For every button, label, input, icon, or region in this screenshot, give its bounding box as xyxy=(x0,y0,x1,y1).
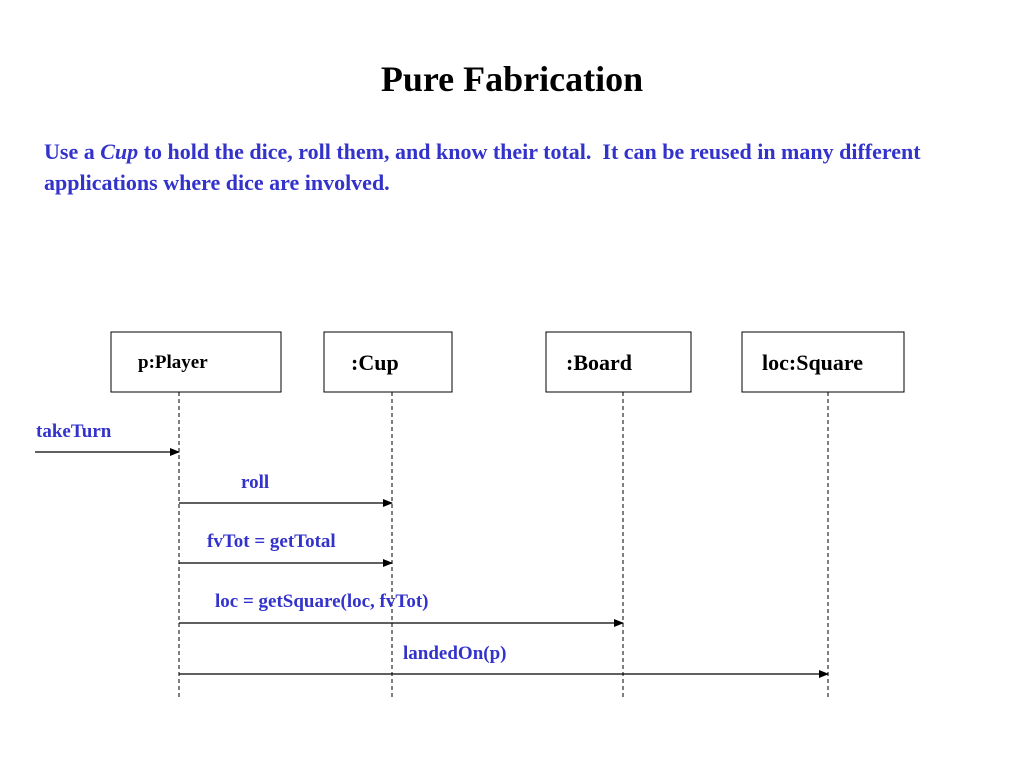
message-label-1: takeTurn xyxy=(36,421,112,442)
object-label-cup: :Cup xyxy=(351,350,399,375)
object-box-cup xyxy=(323,331,453,393)
object-label-player: p:Player xyxy=(138,352,208,373)
object-label-board: :Board xyxy=(566,350,632,375)
message-label-5: landedOn(p) xyxy=(403,643,506,664)
intro-text-emphasis: Cup xyxy=(100,139,139,164)
intro-text-after: to hold the dice, roll them, and know th… xyxy=(44,139,927,195)
message-label-3: fvTot = getTotal xyxy=(207,531,336,552)
message-label-2: roll xyxy=(241,472,269,493)
object-box-square xyxy=(741,331,905,393)
message-label-4: loc = getSquare(loc, fvTot) xyxy=(215,591,428,612)
slide-title: Pure Fabrication xyxy=(380,59,644,99)
object-box-player xyxy=(110,331,282,393)
object-label-square: loc:Square xyxy=(762,350,863,375)
intro-text: Use a Cup to hold the dice, roll them, a… xyxy=(44,136,984,198)
intro-text-before: Use a xyxy=(44,139,101,164)
object-box-board xyxy=(545,331,692,393)
